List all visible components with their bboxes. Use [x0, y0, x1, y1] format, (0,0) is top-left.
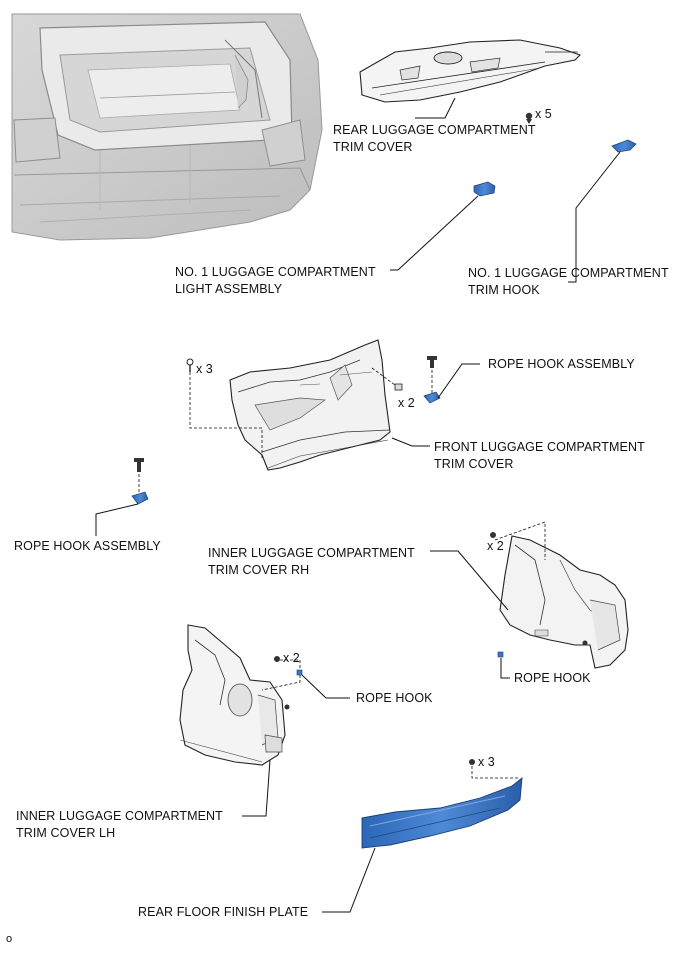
rope-hook-assembly-right-label: ROPE HOOK ASSEMBLY	[488, 357, 635, 371]
trim-hook-label: NO. 1 LUGGAGE COMPARTMENT TRIM HOOK	[468, 265, 669, 299]
rear-floor-finish-plate-part	[322, 766, 523, 913]
clip-icon	[274, 656, 280, 662]
label-line: NO. 1 LUGGAGE COMPARTMENT	[175, 265, 376, 279]
label-line: TRIM COVER	[434, 457, 514, 471]
rope-hook-assembly-left-part	[95, 458, 149, 536]
inner-trim-cover-rh-label: INNER LUGGAGE COMPARTMENT TRIM COVER RH	[208, 545, 415, 579]
label-line: LIGHT ASSEMBLY	[175, 282, 283, 296]
label-line: INNER LUGGAGE COMPARTMENT	[208, 546, 415, 560]
inner-trim-cover-lh-label: INNER LUGGAGE COMPARTMENT TRIM COVER LH	[16, 808, 223, 842]
clip-icon	[490, 532, 496, 538]
label-line: REAR LUGGAGE COMPARTMENT	[333, 123, 536, 137]
rope-hook-right-label: ROPE HOOK	[514, 671, 591, 685]
light-assembly-label: NO. 1 LUGGAGE COMPARTMENT LIGHT ASSEMBLY	[175, 264, 376, 298]
floor-plate-clip-count: x 3	[478, 755, 495, 769]
screw-icon	[186, 358, 194, 372]
label-line: TRIM COVER RH	[208, 563, 310, 577]
label-line: TRIM HOOK	[468, 283, 540, 297]
clip-icon	[525, 112, 533, 124]
vehicle-rear-illustration	[11, 13, 323, 241]
label-line: TRIM COVER	[333, 140, 413, 154]
front-trim-screw-count: x 3	[196, 362, 213, 376]
rear-luggage-trim-cover-part	[359, 39, 582, 119]
rear-trim-clip-count: x 5	[535, 107, 552, 121]
front-luggage-trim-cover-label: FRONT LUGGAGE COMPARTMENT TRIM COVER	[434, 439, 645, 473]
rear-floor-finish-plate-label: REAR FLOOR FINISH PLATE	[138, 905, 309, 919]
rope-hook-right-part	[497, 651, 510, 679]
front-trim-clip-count: x 2	[398, 396, 415, 410]
rope-hook-left-part	[296, 669, 350, 699]
rope-hook-assembly-right-part	[423, 356, 480, 404]
clip-icon	[394, 383, 403, 391]
clip-icon	[469, 759, 475, 765]
light-assembly-part	[390, 181, 496, 271]
rope-hook-left-label: ROPE HOOK	[356, 691, 433, 705]
label-line: INNER LUGGAGE COMPARTMENT	[16, 809, 223, 823]
inner-trim-cover-rh-part	[430, 521, 629, 669]
trim-hook-part	[568, 139, 637, 283]
front-luggage-trim-cover-part	[189, 339, 430, 471]
figure-code: o	[6, 933, 13, 945]
rope-hook-assembly-left-label: ROPE HOOK ASSEMBLY	[14, 539, 161, 553]
label-line: FRONT LUGGAGE COMPARTMENT	[434, 440, 645, 454]
inner-trim-cover-lh-part	[179, 624, 301, 817]
inner-lh-clip-count: x 2	[283, 651, 300, 665]
label-line: NO. 1 LUGGAGE COMPARTMENT	[468, 266, 669, 280]
inner-rh-clip-count: x 2	[487, 539, 504, 553]
rear-luggage-trim-cover-label: REAR LUGGAGE COMPARTMENT TRIM COVER	[333, 122, 536, 156]
label-line: TRIM COVER LH	[16, 826, 116, 840]
